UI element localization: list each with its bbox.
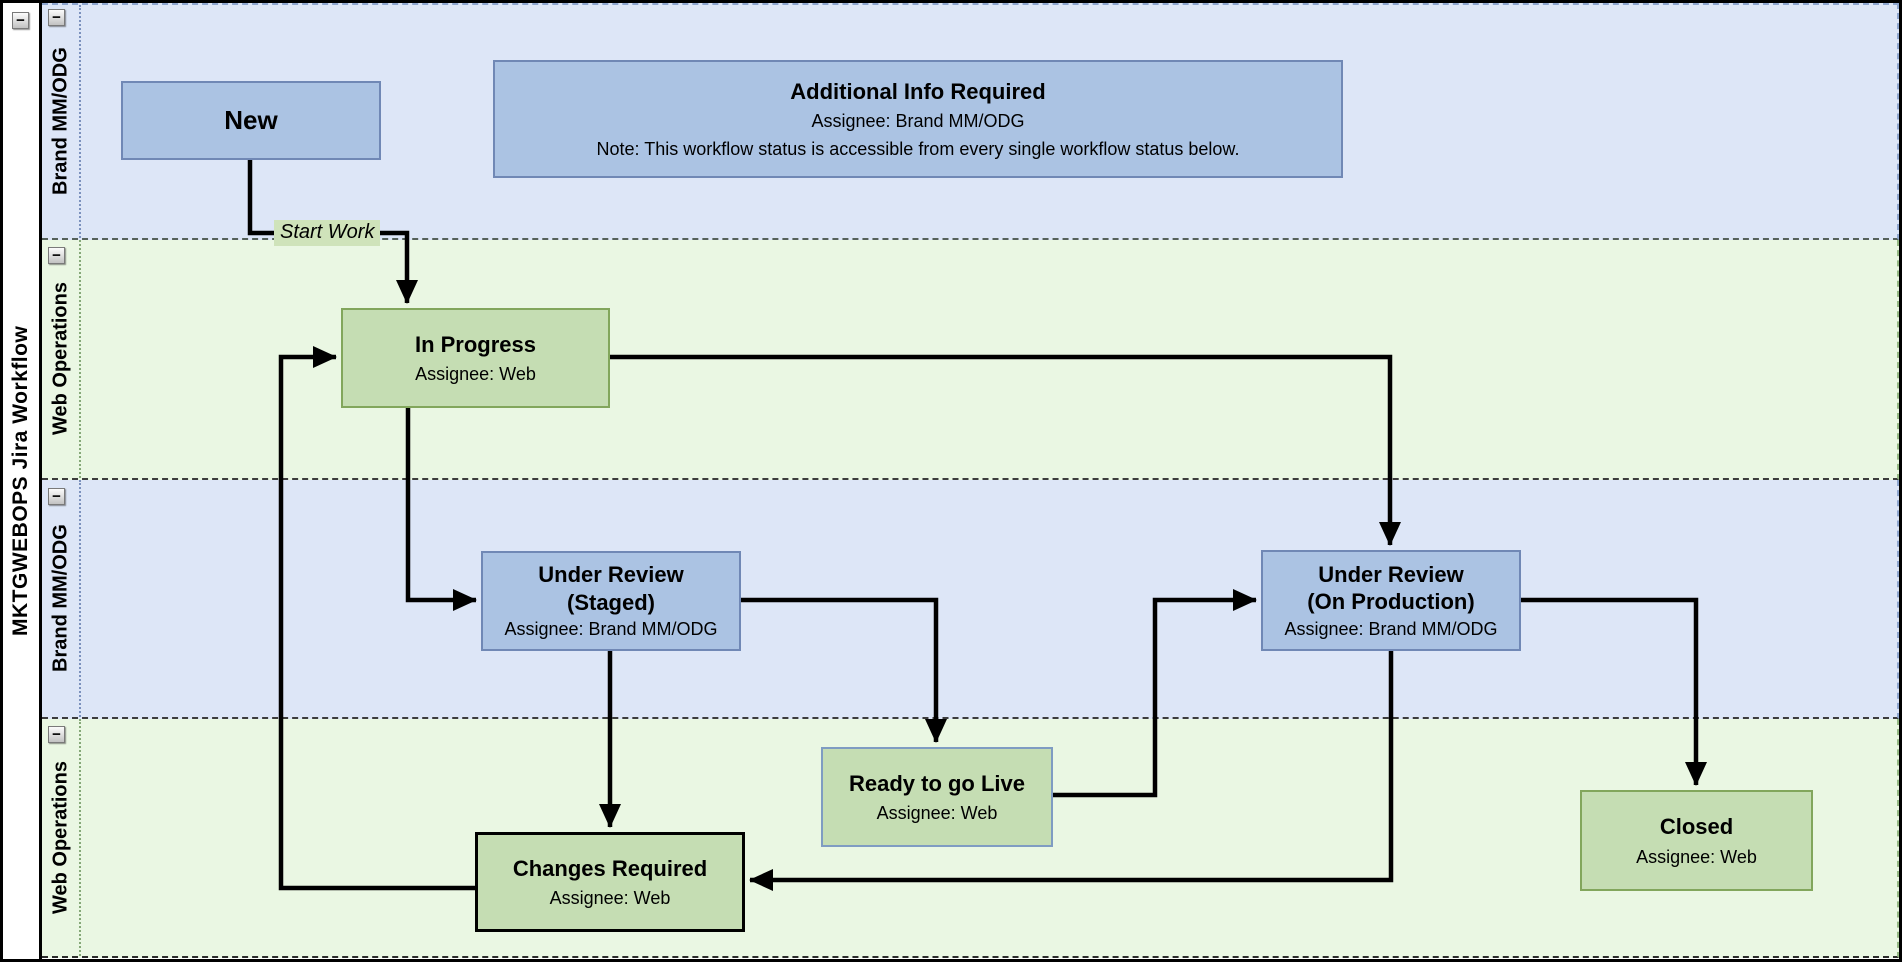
lane-collapse-button[interactable]: −: [48, 726, 65, 743]
node-closed[interactable]: Closed Assignee: Web: [1580, 790, 1813, 891]
node-assignee: Assignee: Brand MM/ODG: [1284, 618, 1498, 639]
edge-under-review-production-to-changes-required: [749, 651, 1394, 891]
node-under-review-staged[interactable]: Under Review (Staged) Assignee: Brand MM…: [481, 551, 741, 651]
edge-under-review-staged-to-ready-to-go-live: [741, 597, 947, 743]
node-assignee: Assignee: Brand MM/ODG: [504, 619, 718, 640]
node-note: Note: This workflow status is accessible…: [596, 138, 1240, 159]
minus-icon: −: [16, 12, 25, 29]
node-additional-info-required[interactable]: Additional Info Required Assignee: Brand…: [493, 60, 1343, 178]
edge-changes-required-to-in-progress: [278, 346, 475, 891]
node-title: New: [224, 105, 278, 136]
node-assignee: Assignee: Web: [549, 888, 671, 908]
lane-header-separator: [79, 480, 81, 717]
minus-icon: −: [52, 488, 61, 505]
node-in-progress[interactable]: In Progress Assignee: Web: [341, 308, 610, 408]
lane-collapse-button[interactable]: −: [48, 247, 65, 264]
node-under-review-on-production[interactable]: Under Review (On Production) Assignee: B…: [1261, 550, 1521, 651]
diagram-collapse-button[interactable]: −: [12, 12, 29, 29]
edge-in-progress-to-under-review-production: [610, 354, 1401, 546]
edge-label-start-work: Start Work: [274, 220, 381, 246]
lane-collapse-button[interactable]: −: [48, 9, 65, 26]
minus-icon: −: [52, 247, 61, 264]
lane-collapse-button[interactable]: −: [48, 488, 65, 505]
node-title-line1: Under Review: [1318, 561, 1464, 587]
node-title-line2: (Staged): [567, 589, 655, 615]
minus-icon: −: [52, 9, 61, 26]
node-new[interactable]: New: [121, 81, 381, 160]
node-title: Additional Info Required: [790, 78, 1046, 104]
node-title-line2: (On Production): [1307, 589, 1475, 615]
title-band-divider: [39, 3, 42, 959]
node-title: Closed: [1659, 814, 1734, 839]
edge-under-review-production-to-closed: [1521, 597, 1707, 786]
lane-header-separator: [79, 5, 81, 238]
node-assignee: Assignee: Web: [876, 803, 998, 823]
edge-in-progress-to-under-review-staged: [405, 408, 477, 611]
node-title: Changes Required: [512, 855, 708, 881]
node-assignee: Assignee: Brand MM/ODG: [811, 111, 1025, 132]
lane-header-separator: [79, 719, 81, 956]
lane-web-operations-1: Web Operations: [42, 240, 1899, 480]
lane-header-separator: [79, 240, 81, 478]
diagram-title-band: MKTGWEBOPS Jira Workflow: [3, 3, 39, 959]
node-ready-to-go-live[interactable]: Ready to go Live Assignee: Web: [821, 747, 1053, 847]
node-title: In Progress: [414, 331, 537, 357]
minus-icon: −: [52, 726, 61, 743]
node-assignee: Assignee: Web: [1636, 846, 1757, 867]
node-changes-required[interactable]: Changes Required Assignee: Web: [475, 832, 745, 932]
node-title-line1: Under Review: [538, 562, 684, 588]
node-title: Ready to go Live: [848, 770, 1026, 796]
node-assignee: Assignee: Web: [415, 364, 536, 384]
edge-ready-to-go-live-to-under-review-production: [1053, 589, 1257, 798]
